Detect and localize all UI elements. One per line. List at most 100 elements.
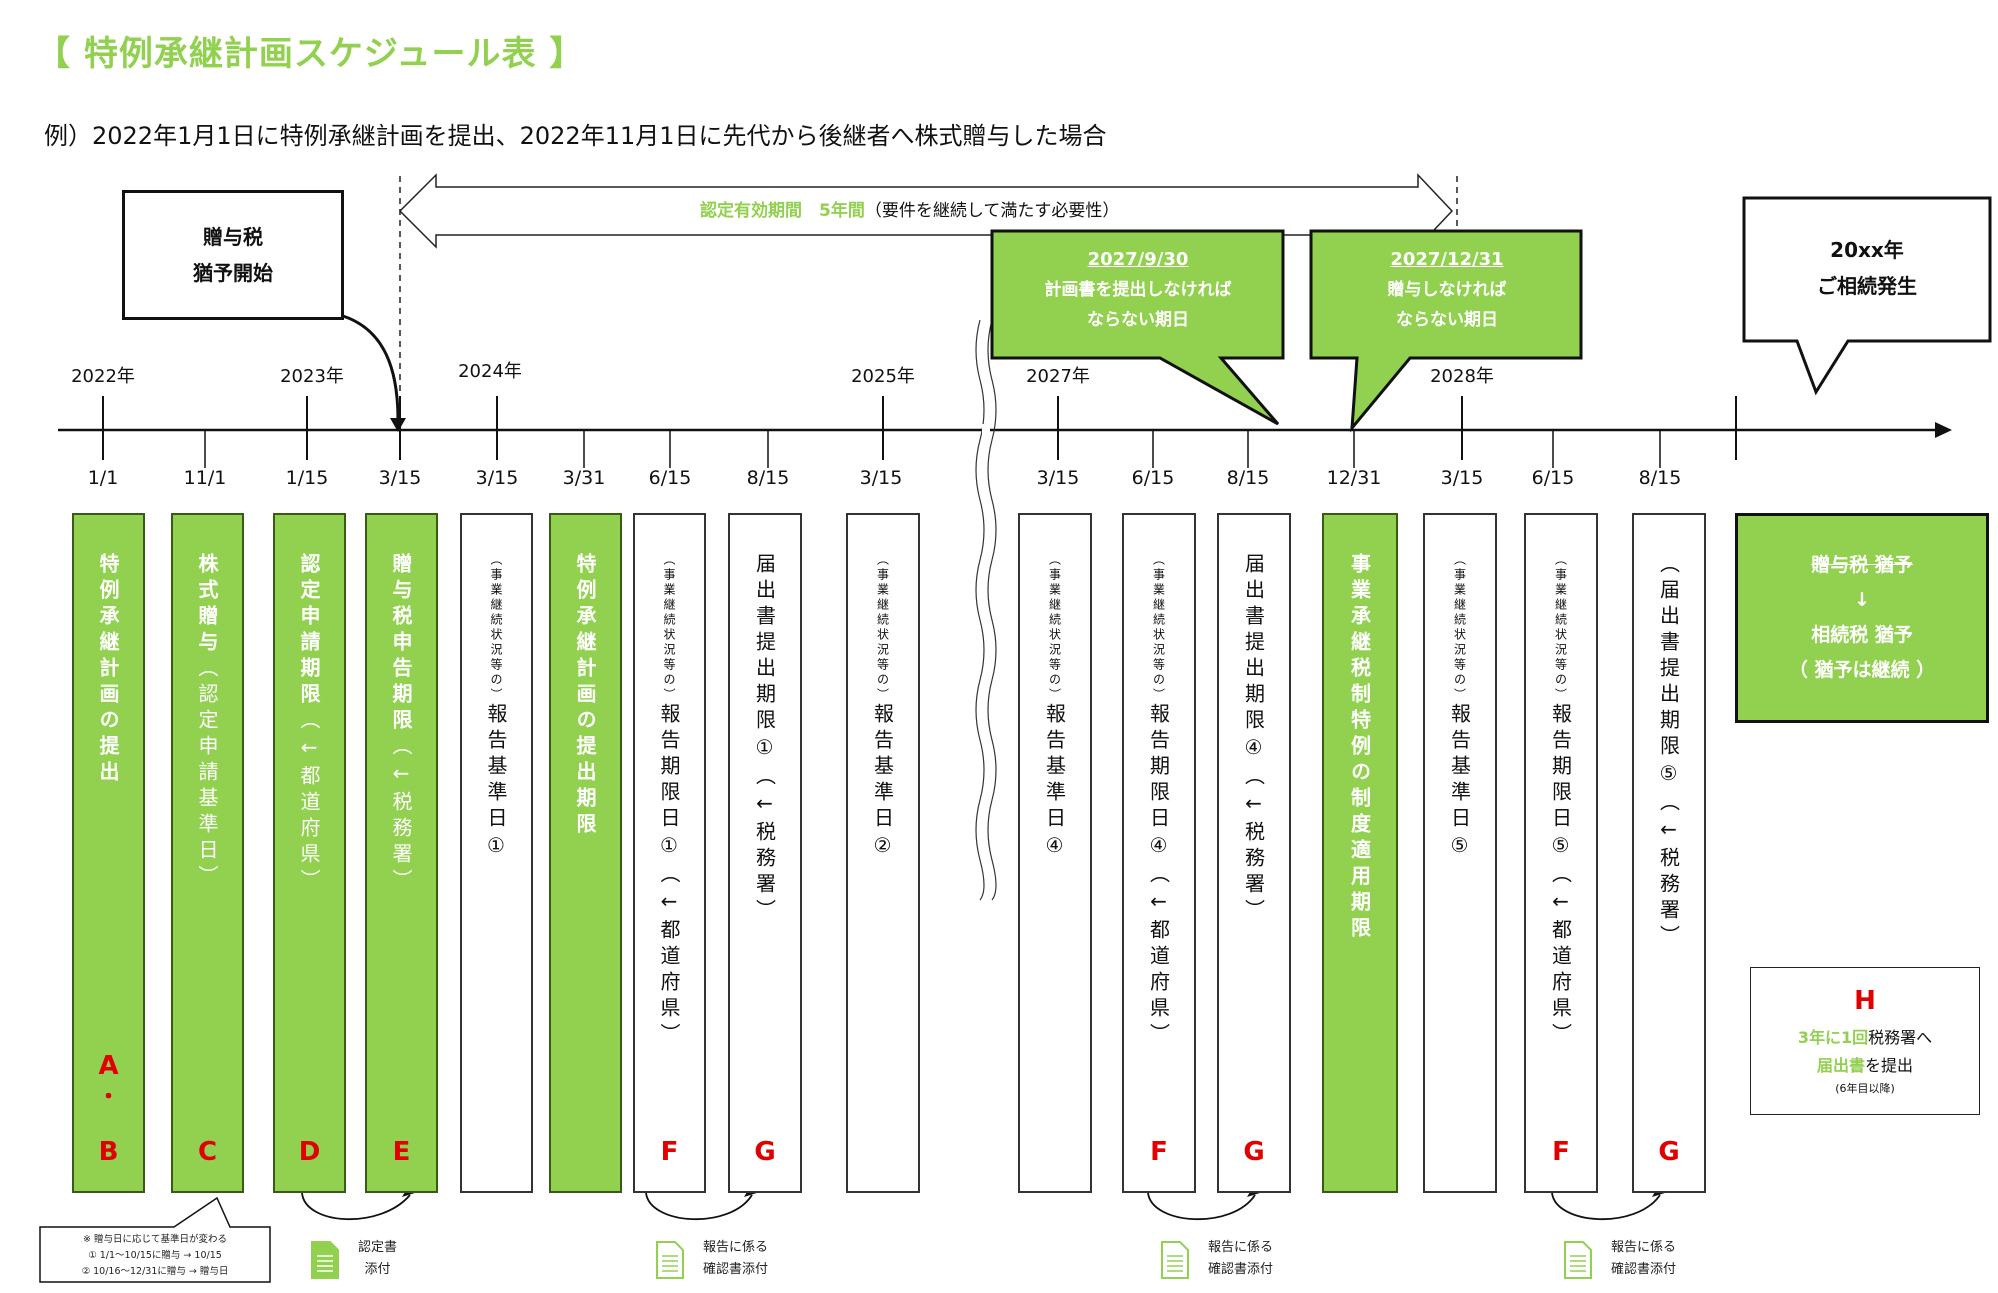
- schedule-column: （事業継続状況等の）報告基準日④: [1018, 513, 1092, 1193]
- column-letter-separator: ・: [97, 1085, 120, 1110]
- column-text: 届出書提出期限①（←税務署）: [751, 553, 780, 925]
- column-main-text: （届出書提出期限⑤: [1656, 553, 1681, 791]
- column-text: （事業継続状況等の）報告基準日④: [1041, 553, 1070, 863]
- column-tail-text: （←都道府県）: [1548, 863, 1573, 1049]
- schedule-column: （事業継続状況等の）報告期限日⑤（←都道府県） F: [1524, 513, 1598, 1193]
- schedule-column: 株式贈与（認定申請基準日）C: [171, 513, 244, 1193]
- attachment-label: 報告に係る確認書添付: [1208, 1240, 1274, 1277]
- column-letter: F: [1150, 1137, 1168, 1167]
- column-letter: G: [1243, 1137, 1265, 1167]
- column-text: （事業継続状況等の）報告基準日①: [482, 553, 511, 863]
- column-text: （届出書提出期限⑤（←税務署）: [1655, 553, 1684, 951]
- deadline-plan-callout: [990, 229, 1285, 426]
- column-main-text: 報告基準日①: [484, 703, 508, 863]
- attachment-label: 報告に係る確認書添付: [1611, 1240, 1677, 1277]
- column-subtext: （事業継続状況等の）: [489, 553, 503, 703]
- deadline-gift-callout: [1309, 229, 1583, 433]
- column-subtext: （事業継続状況等の）: [1151, 553, 1166, 703]
- column-text: 特例承継計画の提出: [94, 553, 123, 787]
- column-subtext: （事業継続状況等の）: [1047, 553, 1062, 703]
- example-description: 例）2022年1月1日に特例承継計画を提出、2022年11月1日に先代から後継者…: [44, 122, 1107, 150]
- gift-date-footnote: ※ 贈与日に応じて基準日が変わる ① 1/1〜10/15に贈与 → 10/15 …: [81, 1234, 229, 1277]
- schedule-column: 特例承継計画の提出期限: [549, 513, 622, 1193]
- date-label: 3/15: [1036, 467, 1080, 489]
- column-letter: C: [197, 1137, 218, 1167]
- date-label: 12/31: [1326, 467, 1382, 489]
- column-main-text: 届出書提出期限④: [1241, 553, 1266, 765]
- column-letter: E: [392, 1137, 411, 1167]
- year-label: 2028年: [1430, 366, 1494, 387]
- page-title: 【 特例承継計画スケジュール表 】: [36, 34, 585, 74]
- date-label: 1/1: [87, 467, 119, 489]
- column-text: （事業継続状況等の）報告期限日①（←都道府県）: [655, 553, 684, 1049]
- column-subtext: （事業継続状況等の）: [1553, 553, 1568, 703]
- document-icon: [1160, 1240, 1190, 1284]
- date-label: 6/15: [1531, 467, 1575, 489]
- validity-period-label: 認定有効期間 5年間（要件を継続して満たす必要性）: [700, 201, 1120, 221]
- document-icon: [655, 1240, 685, 1284]
- column-text: （事業継続状況等の）報告期限日⑤（←都道府県）: [1547, 553, 1576, 1049]
- footnote-callout: [39, 1196, 271, 1283]
- date-label: 3/15: [1440, 467, 1484, 489]
- date-label: 1/15: [285, 467, 329, 489]
- inheritance-text: 20xx年 ご相続発生: [1817, 238, 1917, 298]
- schedule-column: （事業継続状況等の）報告基準日②: [846, 513, 920, 1193]
- column-letter: F: [1552, 1137, 1570, 1167]
- column-tail-text: （←税務署）: [752, 765, 777, 925]
- year-label: 2023年: [280, 366, 344, 387]
- column-main-text: 特例承継計画の提出期限: [573, 553, 597, 839]
- column-main-text: 報告期限日⑤: [1548, 703, 1573, 863]
- column-main-text: 報告期限日④: [1146, 703, 1171, 863]
- h-letter: H: [1854, 986, 1876, 1016]
- column-tail-text: （←税務署）: [1656, 791, 1681, 951]
- column-text: （事業継続状況等の）報告期限日④（←都道府県）: [1145, 553, 1174, 1049]
- attachment-label: 報告に係る確認書添付: [703, 1240, 769, 1277]
- date-label: 3/15: [859, 467, 903, 489]
- date-label: 8/15: [1638, 467, 1682, 489]
- schedule-column: 届出書提出期限①（←税務署） G: [728, 513, 802, 1193]
- date-label: 11/1: [183, 467, 227, 489]
- gift-start-connector: [342, 314, 400, 421]
- date-label: 6/15: [648, 467, 692, 489]
- column-main-text: 報告基準日④: [1042, 703, 1067, 863]
- column-letter: D: [298, 1137, 321, 1167]
- document-icon: [1563, 1240, 1593, 1284]
- gift-start-arrowhead: [390, 418, 406, 432]
- year-label: 2027年: [1026, 366, 1090, 387]
- column-letter: F: [660, 1137, 679, 1167]
- timeline-arrowhead: [1935, 422, 1952, 438]
- schedule-column: （事業継続状況等の）報告基準日⑤: [1423, 513, 1497, 1193]
- column-tail-text: （←都道府県）: [1146, 863, 1171, 1049]
- column-tail-text: （←都道府県）: [297, 709, 321, 895]
- timeline-break-2: [987, 319, 997, 901]
- year-label: 2024年: [458, 361, 522, 382]
- date-label: 8/15: [1226, 467, 1270, 489]
- date-label: 3/15: [378, 467, 422, 489]
- column-main-text: 認定申請期限: [297, 553, 321, 709]
- column-subtext: （事業継続状況等の）: [1452, 553, 1467, 703]
- column-main-text: 事業承継税制特例の制度適用期限: [1347, 553, 1372, 943]
- year-label: 2025年: [851, 366, 915, 387]
- column-tail-text: （認定申請基準日）: [195, 657, 219, 891]
- date-label: 6/15: [1131, 467, 1175, 489]
- year-label: 2022年: [71, 366, 135, 387]
- deadline-gift-text: 2027/12/31 贈与しなければ ならない期日: [1387, 249, 1507, 330]
- schedule-column: （事業継続状況等の）報告期限日④（←都道府県） F: [1122, 513, 1196, 1193]
- timeline-break-1: [975, 319, 985, 901]
- column-text: 贈与税申告期限（←税務署）: [387, 553, 416, 895]
- column-subtext: （事業継続状況等の）: [875, 553, 890, 703]
- schedule-column: （事業継続状況等の）報告期限日①（←都道府県） F: [633, 513, 706, 1193]
- column-text: （事業継続状況等の）報告基準日②: [869, 553, 898, 863]
- column-tail-text: （←税務署）: [389, 735, 413, 895]
- column-text: （事業継続状況等の）報告基準日⑤: [1446, 553, 1475, 863]
- column-text: 特例承継計画の提出期限: [571, 553, 600, 839]
- validity-period-arrow: [398, 173, 1454, 249]
- date-label: 3/31: [562, 467, 606, 489]
- column-letter: B: [98, 1137, 119, 1167]
- column-main-text: 報告基準日②: [870, 703, 895, 863]
- column-main-text: 特例承継計画の提出: [96, 553, 120, 787]
- attachment-arrows: [301, 1192, 1661, 1221]
- column-letter: G: [754, 1137, 776, 1167]
